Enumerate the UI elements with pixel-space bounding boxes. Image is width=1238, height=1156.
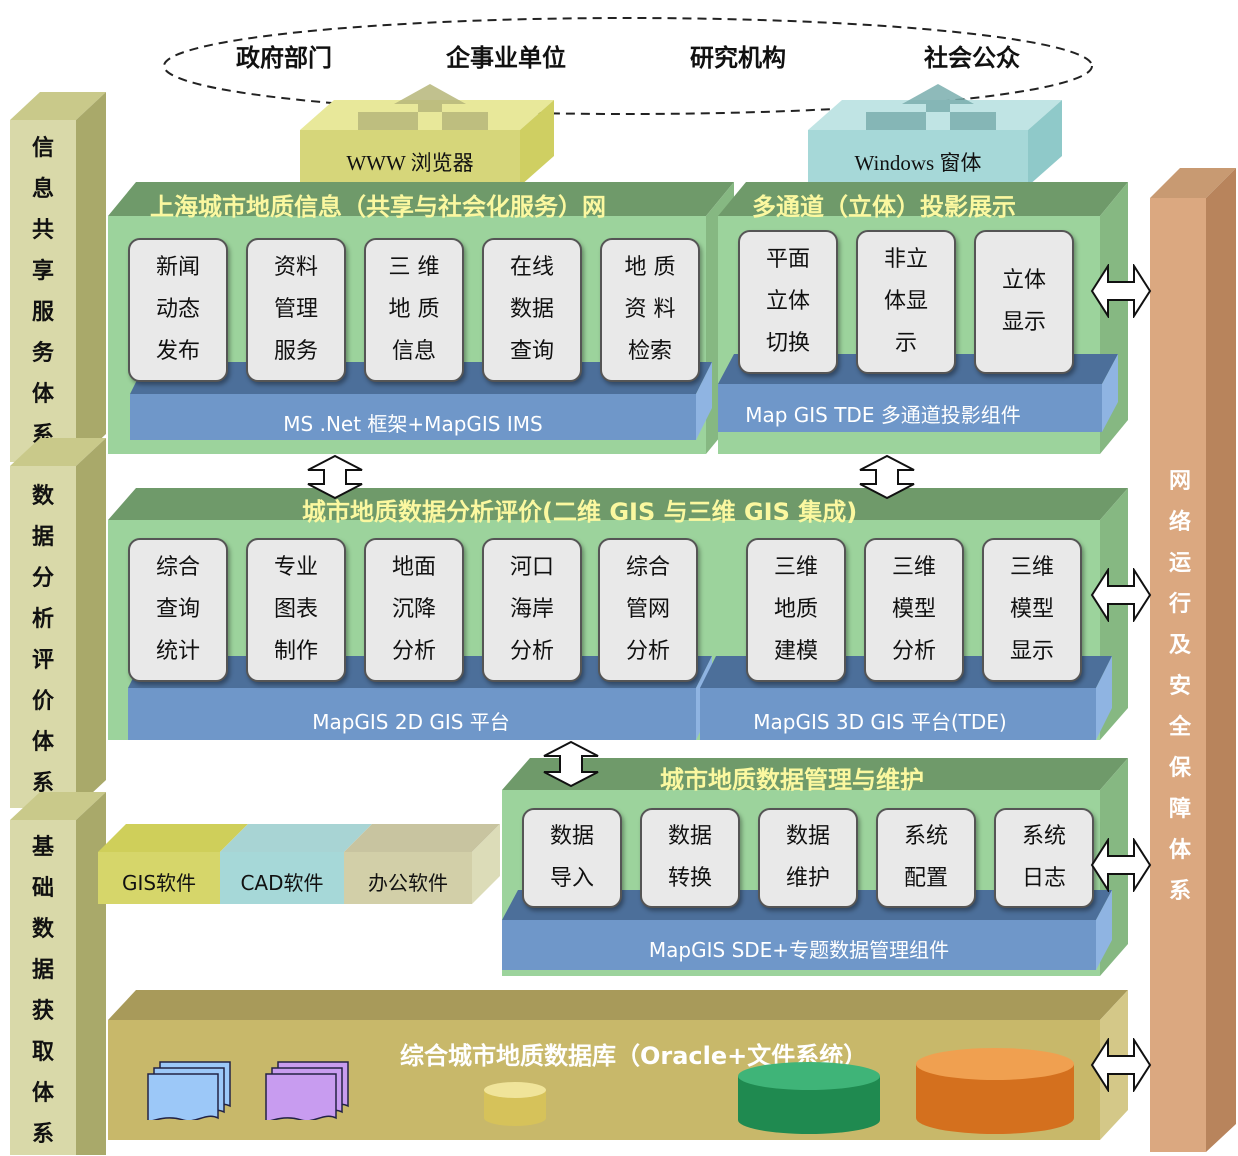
module-data-management-service[interactable]: 资料 管理 服务 — [246, 238, 346, 382]
database-cylinder-small-icon — [484, 1082, 546, 1126]
module-online-data-query[interactable]: 在线 数据 查询 — [482, 238, 582, 382]
share-platform-label: MS .Net 框架+MapGIS IMS — [283, 411, 543, 436]
document-stack-blue-icon — [147, 1061, 231, 1120]
double-arrow-right-3-icon — [1090, 838, 1152, 892]
left-pillar-analysis-text: 数据分析评价体系 — [31, 484, 54, 796]
windows-client-box — [808, 84, 1062, 186]
module-geology-data-search[interactable]: 地 质 资 料 检索 — [600, 238, 700, 382]
module-news-release[interactable]: 新闻 动态 发布 — [128, 238, 228, 382]
right-pillar — [1150, 168, 1236, 1152]
user-research: 研究机构 — [690, 44, 786, 72]
software-tab-cad[interactable]: CAD软件 — [240, 870, 324, 895]
left-pillar-acquisition-text: 基础数据获取体系 — [31, 835, 54, 1147]
module-3d-geology-modeling[interactable]: 三维 地质 建模 — [746, 538, 846, 682]
user-government: 政府部门 — [236, 44, 332, 72]
browser-client-box — [300, 84, 554, 186]
user-public: 社会公众 — [924, 44, 1020, 72]
module-3d-geology-info[interactable]: 三 维 地 质 信息 — [364, 238, 464, 382]
analysis-panel-title: 城市地质数据分析评价(二维 GIS 与三维 GIS 集成) — [302, 498, 858, 526]
share-panel-title: 上海城市地质信息（共享与社会化服务）网 — [150, 193, 606, 221]
user-enterprise: 企事业单位 — [446, 44, 566, 72]
double-arrow-projection-analysis-icon — [859, 454, 915, 500]
module-pipe-network-analysis[interactable]: 综合 管网 分析 — [598, 538, 698, 682]
projection-platform-label: Map GIS TDE 多通道投影组件 — [745, 402, 1021, 427]
user-ellipse — [163, 17, 1093, 115]
left-pillar-analysis — [10, 438, 106, 808]
double-arrow-right-4-icon — [1090, 1038, 1152, 1092]
module-stereo-display[interactable]: 立体 显示 — [974, 230, 1074, 374]
module-system-log[interactable]: 系统 日志 — [994, 808, 1094, 908]
document-stack-purple-icon — [265, 1061, 349, 1120]
right-pillar-text: 网络运行及安全保障体系 — [1168, 468, 1191, 904]
module-data-conversion[interactable]: 数据 转换 — [640, 808, 740, 908]
module-data-import[interactable]: 数据 导入 — [522, 808, 622, 908]
module-professional-charts[interactable]: 专业 图表 制作 — [246, 538, 346, 682]
module-data-maintenance[interactable]: 数据 维护 — [758, 808, 858, 908]
windows-client-label: Windows 窗体 — [854, 151, 982, 175]
software-tabs-block — [98, 824, 500, 904]
left-pillar-acquisition — [10, 792, 106, 1155]
left-pillar-share — [10, 92, 106, 462]
left-pillar-share-text: 信息共享服务体系 — [31, 136, 54, 448]
double-arrow-right-2-icon — [1090, 568, 1152, 622]
software-tab-gis[interactable]: GIS软件 — [121, 870, 197, 895]
database-cylinder-orange-icon — [916, 1048, 1074, 1134]
projection-panel-title: 多通道（立体）投影展示 — [752, 193, 1016, 221]
double-arrow-share-analysis-icon — [307, 454, 363, 500]
management-panel-title: 城市地质数据管理与维护 — [660, 766, 924, 794]
module-non-stereo-display[interactable]: 非立 体显 示 — [856, 230, 956, 374]
analysis-platform-2d-label: MapGIS 2D GIS 平台 — [312, 709, 510, 734]
module-integrated-query-stats[interactable]: 综合 查询 统计 — [128, 538, 228, 682]
analysis-platform-3d-label: MapGIS 3D GIS 平台(TDE) — [753, 709, 1007, 734]
module-3d-model-display[interactable]: 三维 模型 显示 — [982, 538, 1082, 682]
double-arrow-analysis-management-icon — [543, 740, 599, 788]
double-arrow-right-1-icon — [1090, 264, 1152, 318]
module-land-subsidence-analysis[interactable]: 地面 沉降 分析 — [364, 538, 464, 682]
database-cylinder-green-icon — [738, 1062, 880, 1134]
module-estuary-coast-analysis[interactable]: 河口 海岸 分析 — [482, 538, 582, 682]
browser-client-label: WWW 浏览器 — [346, 151, 474, 175]
module-3d-model-analysis[interactable]: 三维 模型 分析 — [864, 538, 964, 682]
module-system-config[interactable]: 系统 配置 — [876, 808, 976, 908]
management-platform-label: MapGIS SDE+专题数据管理组件 — [648, 937, 950, 962]
module-plane-stereo-switch[interactable]: 平面 立体 切换 — [738, 230, 838, 374]
software-tab-office[interactable]: 办公软件 — [368, 870, 448, 895]
